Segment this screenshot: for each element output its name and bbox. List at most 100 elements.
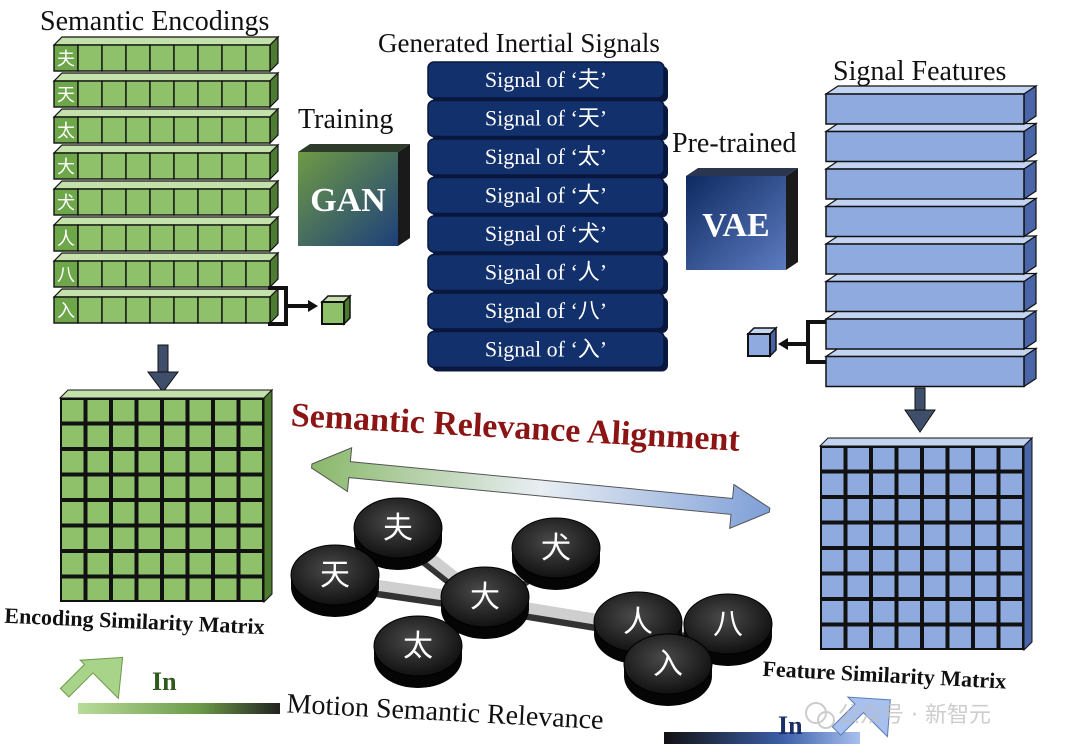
signal-row: Signal of ‘大’ — [427, 176, 668, 218]
matrix-cell — [215, 476, 237, 498]
watermark: 公众号 · 新智元 — [805, 702, 991, 729]
encoding-cell — [245, 260, 271, 288]
graph-node-char: 八 — [713, 607, 743, 642]
matrix-cell — [898, 601, 920, 623]
matrix-cell — [847, 550, 869, 572]
pretrained-label: Pre-trained — [672, 128, 796, 159]
training-label: Training — [298, 104, 393, 135]
encoding-cell — [245, 188, 271, 216]
encoding-cell — [149, 188, 175, 216]
matrix-cell — [87, 502, 109, 524]
graph-node-char: 入 — [653, 647, 683, 682]
graph-node-char: 犬 — [541, 531, 571, 566]
feature-row — [824, 309, 1038, 351]
matrix-cell — [822, 626, 844, 648]
matrix-cell — [873, 448, 895, 470]
matrix-cell — [215, 425, 237, 447]
matrix-cell — [949, 473, 971, 495]
matrix-cell — [822, 601, 844, 623]
in-left-arrow — [59, 656, 280, 714]
encoding-cell — [197, 44, 223, 72]
in-right-label: In — [778, 711, 803, 740]
graph-node-char: 人 — [623, 605, 653, 640]
signal-row: Signal of ‘八’ — [427, 292, 668, 333]
matrix-cell — [240, 451, 262, 473]
matrix-cell — [847, 448, 869, 470]
signal-label: Signal of ‘人’ — [485, 260, 607, 285]
encoding-similarity-matrix — [58, 388, 274, 604]
graph-node: 犬 — [511, 517, 601, 590]
matrix-cell — [240, 400, 262, 422]
encoding-cell — [101, 296, 127, 324]
encoding-cell — [221, 260, 247, 288]
semantic-encodings-title: Semantic Encodings — [40, 6, 269, 37]
matrix-cell — [240, 476, 262, 498]
encoding-cell — [125, 116, 151, 144]
matrix-cell — [873, 473, 895, 495]
encoding-cell — [77, 44, 103, 72]
matrix-cell — [113, 553, 135, 575]
matrix-cell — [189, 400, 211, 422]
matrix-cell — [240, 502, 262, 524]
vae-label: VAE — [702, 207, 769, 244]
matrix-cell — [164, 451, 186, 473]
encoding-cell — [101, 116, 127, 144]
encoding-cell — [149, 224, 175, 252]
watermark-text: 公众号 · 新智元 — [838, 703, 991, 728]
matrix-cell — [898, 626, 920, 648]
matrix-cell — [1000, 499, 1022, 521]
matrix-cell — [138, 553, 160, 575]
encoding-cell — [53, 44, 79, 72]
matrix-cell — [1000, 448, 1022, 470]
signal-row: Signal of ‘夫’ — [427, 61, 668, 102]
matrix-cell — [949, 550, 971, 572]
graph-node: 入 — [623, 633, 713, 706]
in-right-arrow — [664, 696, 891, 744]
alignment-double-arrow — [311, 446, 771, 530]
encoding-cell — [245, 116, 271, 144]
matrix-cell — [898, 473, 920, 495]
signal-row: Signal of ‘犬’ — [427, 215, 668, 256]
matrix-cell — [949, 575, 971, 597]
matrix-cell — [949, 448, 971, 470]
encoding-cell — [221, 44, 247, 72]
encoding-cell — [173, 44, 199, 72]
matrix-cell — [138, 502, 160, 524]
encoding-char: 天 — [57, 85, 75, 106]
encoding-cell — [149, 116, 175, 144]
signal-label: Signal of ‘八’ — [485, 298, 607, 323]
matrix-cell — [215, 553, 237, 575]
encoding-bracket — [268, 286, 318, 326]
graph-nodes: 夫犬天大太人八入 — [290, 497, 773, 706]
matrix-cell — [189, 476, 211, 498]
encoding-cell — [77, 116, 103, 144]
encoding-cell — [101, 260, 127, 288]
encoding-row: 八 — [52, 251, 280, 289]
encoding-cell — [77, 224, 103, 252]
encoding-cell — [149, 80, 175, 108]
encoding-row: 人 — [52, 215, 280, 253]
encoding-row: 入 — [52, 287, 280, 325]
encoding-cell — [245, 152, 271, 180]
signal-label: Signal of ‘天’ — [485, 106, 607, 131]
matrix-cell — [949, 499, 971, 521]
matrix-cell — [240, 553, 262, 575]
matrix-cell — [189, 451, 211, 473]
matrix-cell — [975, 473, 997, 495]
feature-down-arrow — [904, 387, 936, 433]
signal-features-stack — [824, 84, 1038, 388]
feature-cube — [746, 326, 778, 358]
motion-relevance-label: Motion Semantic Relevance — [286, 688, 604, 736]
matrix-cell — [822, 473, 844, 495]
encoding-cell — [221, 188, 247, 216]
matrix-cell — [215, 451, 237, 473]
matrix-cell — [164, 578, 186, 600]
matrix-cell — [822, 575, 844, 597]
matrix-cell — [189, 425, 211, 447]
signal-row: Signal of ‘天’ — [427, 99, 668, 141]
graph-node: 大 — [440, 566, 530, 639]
encoding-cell — [101, 44, 127, 72]
matrix-cell — [924, 524, 946, 546]
matrix-cell — [113, 502, 135, 524]
matrix-cell — [62, 502, 84, 524]
